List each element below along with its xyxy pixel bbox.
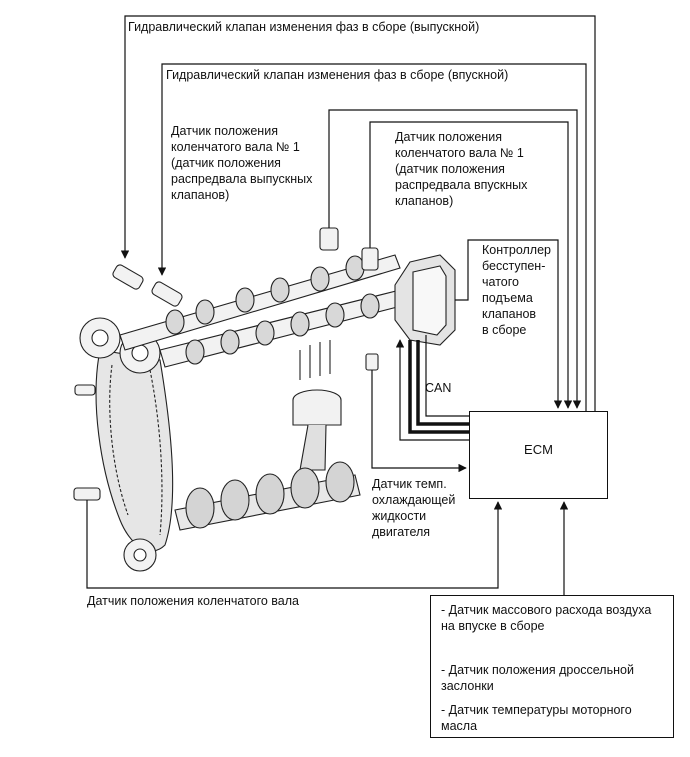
input-maf-line2: на впуске в сборе	[441, 619, 545, 633]
engine-illustration	[73, 227, 456, 572]
input-oil-temp-line2: масла	[441, 719, 478, 733]
can-bus-lines	[395, 335, 469, 441]
ocv-exhaust-label: Гидравлический клапан изменения фаз в сб…	[128, 20, 480, 34]
ecm-label: ECM	[524, 442, 553, 457]
signal-lines	[86, 15, 596, 595]
input-maf-line1: - Датчик массового расхода воздуха	[441, 603, 652, 617]
can-label: CAN	[425, 381, 452, 395]
ocv-intake-label: Гидравлический клапан изменения фаз в сб…	[166, 68, 509, 82]
crank-sensor-label: Датчик положения коленчатого вала	[87, 594, 300, 608]
ecm-box: ECM	[469, 411, 608, 499]
input-oil-temp-line1: - Датчик температуры моторного	[441, 703, 632, 717]
sensor-inputs-box: - Датчик массового расхода воздуха на вп…	[430, 595, 674, 738]
input-throttle-line1: - Датчик положения дроссельной	[441, 663, 634, 677]
input-throttle-line2: заслонки	[441, 679, 494, 693]
